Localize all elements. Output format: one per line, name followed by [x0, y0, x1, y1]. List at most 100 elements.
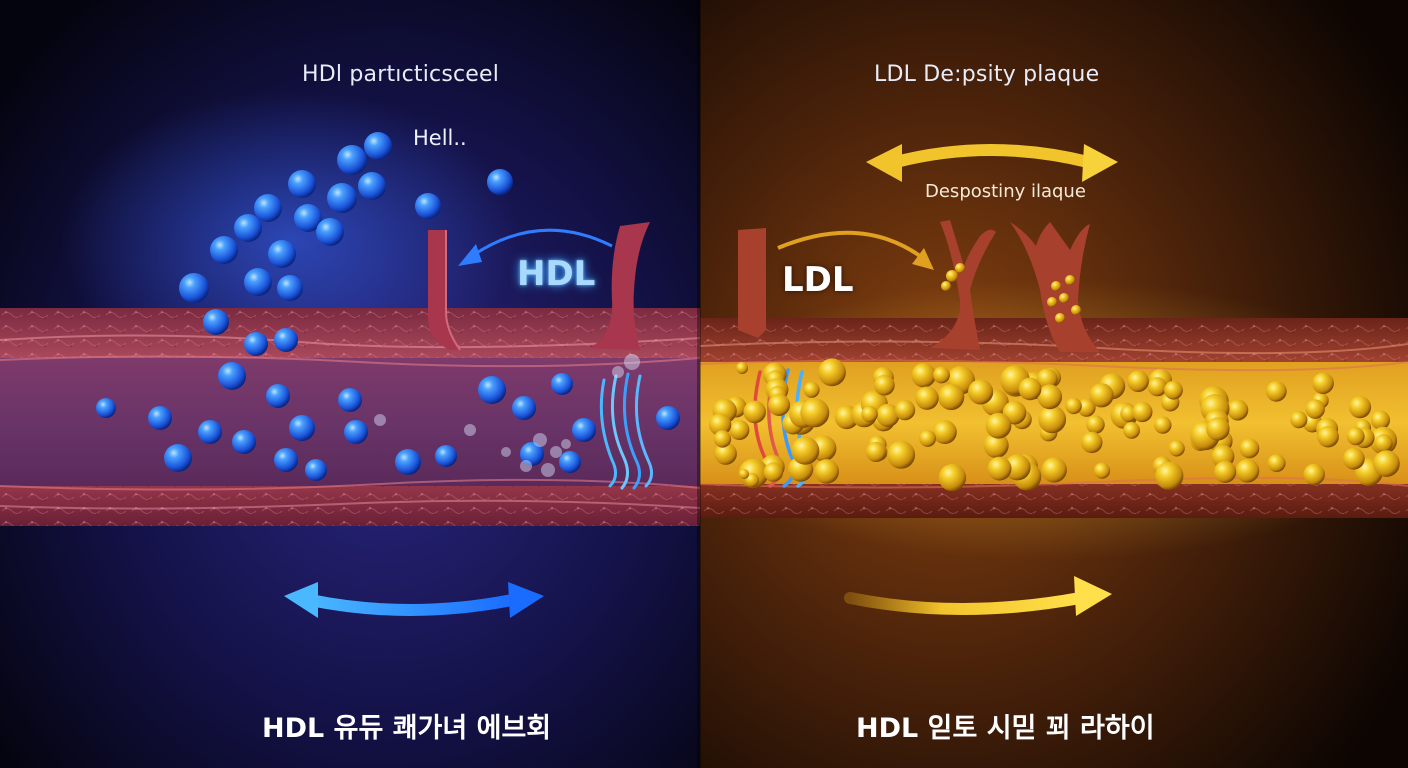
ldl-particle [1290, 411, 1308, 429]
ldl-particle [1089, 383, 1114, 408]
ldl-particle [1305, 399, 1325, 419]
left-bottom-double-arrow [284, 582, 544, 618]
ldl-particle [985, 412, 1012, 439]
hdl-particle [198, 420, 222, 444]
ldl-particle [1317, 425, 1339, 448]
ldl-particle [1037, 384, 1063, 410]
ldl-particle [1093, 462, 1111, 479]
ldl-particle [1051, 281, 1061, 291]
hdl-particle [327, 183, 357, 213]
ldl-particle [968, 379, 994, 405]
ldl-particle [1227, 399, 1249, 421]
ldl-particle [743, 400, 766, 424]
hdl-particle [274, 328, 298, 352]
ldl-particle [1059, 293, 1069, 303]
faint-particle [464, 424, 476, 436]
ldl-particle [1214, 460, 1237, 483]
faint-particle [624, 354, 640, 370]
ldl-particle [1342, 447, 1365, 470]
hdl-particle [316, 218, 344, 246]
hdl-particle [268, 240, 296, 268]
hdl-particle [520, 442, 544, 466]
left-fibers [599, 372, 653, 490]
left-caption: HDL 유듀 쾌가녀 에브회 [262, 713, 552, 744]
faint-particle [550, 446, 562, 458]
ldl-particle [729, 420, 750, 440]
ldl-particle [876, 403, 900, 427]
ldl-particle [1206, 417, 1230, 441]
ldl-particle [800, 398, 830, 428]
ldl-particle [955, 263, 965, 273]
ldl-particle [1168, 440, 1185, 457]
ldl-particle [818, 358, 846, 387]
ldl-particle [1086, 415, 1105, 434]
ldl-particle [1041, 457, 1067, 483]
ldl-particle [946, 270, 958, 282]
ldl-particle [1147, 377, 1167, 397]
hdl-particle [358, 172, 386, 200]
ldl-particle [714, 442, 737, 465]
hdl-particle [395, 449, 421, 475]
ldl-particle [915, 386, 939, 410]
ldl-particle [1127, 370, 1149, 393]
hdl-particle [254, 194, 282, 222]
right-caption: HDL 읻토 시믿 꾀 라하이 [856, 713, 1155, 744]
ldl-particle [739, 469, 749, 479]
hdl-particle [274, 448, 298, 472]
ldl-particle [941, 281, 951, 291]
hdl-particles [96, 132, 680, 481]
hdl-label: HDL [517, 254, 596, 294]
ldl-particle [1018, 377, 1042, 401]
ldl-particle [1081, 431, 1103, 454]
ldl-particle [814, 459, 839, 484]
right-subheading: Despostiny ilaque [925, 181, 1086, 202]
hdl-particle [179, 273, 209, 303]
hdl-particle [294, 204, 322, 232]
faint-particle [520, 460, 532, 472]
ldl-particle [1065, 397, 1082, 415]
ldl-particle [1303, 463, 1325, 486]
ldl-particle [1154, 416, 1172, 434]
hdl-particle [305, 459, 327, 481]
hdl-particle [512, 396, 536, 420]
hdl-particle [364, 132, 392, 160]
hdl-particle [277, 275, 303, 301]
hdl-particle [656, 406, 680, 430]
ldl-particle [887, 440, 916, 469]
ldl-particle [1164, 380, 1183, 400]
ldl-particle [1265, 380, 1287, 402]
hdl-particle [203, 309, 229, 335]
ldl-particle [1235, 459, 1260, 483]
ldl-particle [932, 420, 957, 445]
left-heading: HDl partıcticsceel [302, 62, 500, 87]
right-curved-arrow [777, 230, 934, 270]
ldl-particle [938, 383, 965, 411]
ldl-particle [1374, 434, 1393, 453]
hdl-particle [218, 362, 246, 390]
hdl-particle [234, 214, 262, 242]
hdl-particle [478, 376, 506, 404]
hdl-particle [337, 145, 367, 175]
left-curved-arrow [458, 228, 613, 266]
ldl-particle [768, 394, 791, 416]
ldl-particle [1155, 461, 1184, 490]
ldl-particle [1065, 275, 1075, 285]
ldl-particle [745, 473, 759, 487]
faint-particle [541, 463, 555, 477]
ldl-particle [1239, 438, 1260, 459]
ldl-particle [1267, 454, 1286, 473]
ldl-particle [1348, 396, 1372, 419]
right-top-double-arrow [866, 144, 1118, 182]
hdl-particle [210, 236, 238, 264]
ldl-particle [1373, 450, 1400, 477]
hdl-particle [232, 430, 256, 454]
ldl-particle [1123, 422, 1140, 439]
hdl-particle [344, 420, 368, 444]
ldl-particles [708, 263, 1400, 492]
hdl-particle [559, 451, 581, 473]
ldl-particle [736, 362, 748, 374]
hdl-particle [244, 332, 268, 356]
ldl-particle [1346, 427, 1365, 446]
